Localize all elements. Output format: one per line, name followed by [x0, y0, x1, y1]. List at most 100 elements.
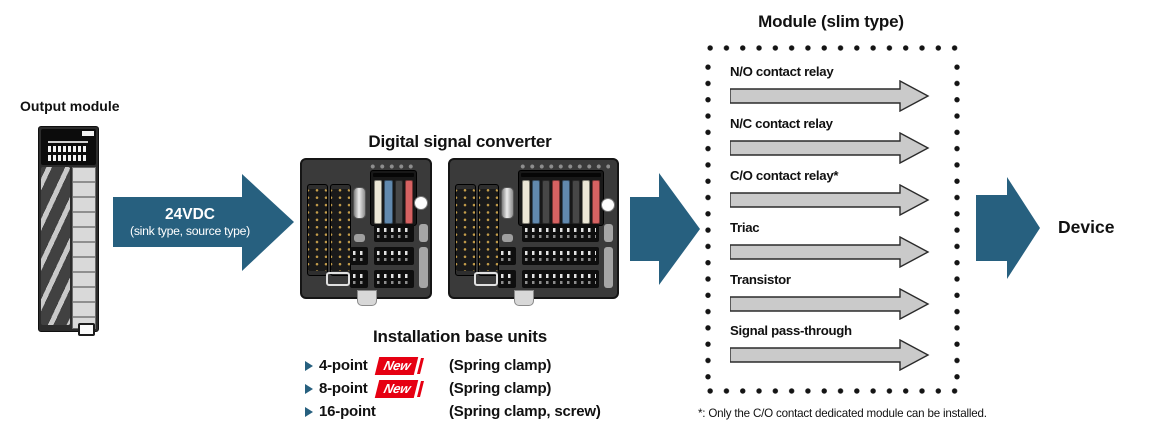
output-module-graphic	[38, 126, 99, 336]
right-arrow-icon	[729, 287, 930, 321]
module-item-label: Triac	[730, 220, 760, 235]
terminal-block-small	[498, 247, 516, 265]
right-arrow-icon	[729, 235, 930, 269]
footnote: *: Only the C/O contact dedicated module…	[698, 407, 987, 420]
base-unit-name: 4-point	[319, 357, 368, 374]
right-arrow-icon	[729, 131, 930, 165]
tab-dark	[394, 180, 403, 224]
module-item: C/O contact relay*	[729, 168, 935, 221]
power-flow-arrow-icon	[113, 174, 294, 271]
dotted-border-left	[705, 59, 711, 383]
right-arrow-icon	[729, 338, 930, 372]
release-button	[601, 198, 615, 212]
terminal-block	[522, 224, 599, 242]
tab-red	[592, 180, 600, 224]
tab-red	[404, 180, 413, 224]
module-item: N/O contact relay	[729, 64, 935, 117]
terminal-block-small	[350, 247, 368, 265]
output-module-label: Output module	[20, 98, 120, 114]
terminal-block-small	[498, 270, 516, 288]
new-badge: New	[374, 379, 419, 398]
side-latch	[419, 247, 428, 288]
terminal-block	[374, 270, 414, 288]
terminal-block	[374, 247, 414, 265]
power-type-label: (sink type, source type)	[130, 224, 250, 238]
io-tab-panel	[370, 170, 417, 226]
triangle-bullet-icon	[305, 383, 313, 394]
tab-cream	[582, 180, 590, 224]
connector-strip	[307, 184, 328, 276]
base-unit-row: 4-point New (Spring clamp)	[305, 354, 601, 377]
din-rail-clip	[514, 290, 534, 306]
io-tab-panel	[518, 170, 604, 226]
dotted-border-bottom	[702, 388, 961, 394]
converter-title: Digital signal converter	[368, 132, 552, 151]
led-indicator-grid	[48, 146, 88, 161]
side-latch	[419, 224, 428, 242]
converter-unit-large	[448, 158, 619, 306]
converter-unit-small	[300, 158, 432, 306]
tab-cream	[522, 180, 530, 224]
device-label: Device	[1058, 217, 1115, 237]
base-units-list: 4-point New (Spring clamp) 8-point New (…	[305, 354, 601, 423]
label-window	[474, 272, 498, 286]
side-latch	[604, 224, 613, 242]
tab-dark	[572, 180, 580, 224]
triangle-bullet-icon	[305, 406, 313, 417]
tab-red	[552, 180, 560, 224]
module-item: N/C contact relay	[729, 116, 935, 169]
connector-strip	[455, 184, 476, 276]
module-item-label: N/O contact relay	[730, 64, 834, 79]
connector-strip	[330, 184, 351, 276]
terminal-cover-column	[72, 167, 96, 329]
terminal-block-small	[350, 270, 368, 288]
module-to-device-arrow-icon	[976, 177, 1040, 279]
badge-cell: New	[374, 379, 449, 398]
tab-blue	[532, 180, 540, 224]
base-unit-name: 8-point	[319, 380, 368, 397]
led-display-panel	[41, 129, 96, 165]
release-button	[414, 196, 428, 210]
dotted-border-right	[954, 59, 960, 383]
din-rail-clip	[357, 290, 377, 306]
label-window	[326, 272, 350, 286]
base-unit-name: 16-point	[319, 403, 376, 420]
connector-strip	[478, 184, 499, 276]
module-item-label: N/C contact relay	[730, 116, 833, 131]
right-arrow-icon	[729, 183, 930, 217]
power-voltage-label: 24VDC	[165, 206, 215, 223]
display-line	[48, 141, 88, 143]
module-item-label: Signal pass-through	[730, 323, 852, 338]
module-item: Triac	[729, 220, 935, 273]
base-unit-detail: (Spring clamp, screw)	[449, 403, 601, 420]
connector-pill	[354, 234, 365, 242]
module-item: Signal pass-through	[729, 323, 935, 376]
triangle-bullet-icon	[305, 360, 313, 371]
right-arrow-icon	[729, 79, 930, 113]
base-units-title: Installation base units	[373, 327, 547, 346]
base-unit-detail: (Spring clamp)	[449, 357, 552, 374]
power-arrow-text: 24VDC (sink type, source type)	[113, 196, 267, 248]
terminal-block	[374, 224, 414, 242]
badge-cell: New	[374, 356, 449, 375]
led-indicators	[368, 164, 416, 169]
tab-blue	[562, 180, 570, 224]
new-badge: New	[374, 356, 419, 375]
tab-cream	[374, 180, 383, 224]
wiring-terminal-column	[41, 167, 70, 325]
led-indicators	[518, 164, 610, 169]
tab-blue	[384, 180, 393, 224]
tab-dark	[542, 180, 550, 224]
module-item-label: C/O contact relay*	[730, 168, 839, 183]
module-item-label: Transistor	[730, 272, 791, 287]
locking-lever	[501, 187, 514, 219]
terminal-block	[522, 270, 599, 288]
dotted-border-top	[702, 45, 961, 51]
connector-pill	[502, 234, 513, 242]
locking-lever	[353, 187, 366, 219]
side-latch	[604, 247, 613, 288]
mounting-tab	[78, 323, 95, 336]
converter-to-module-arrow-icon	[630, 173, 700, 285]
corner-chip	[82, 131, 94, 136]
